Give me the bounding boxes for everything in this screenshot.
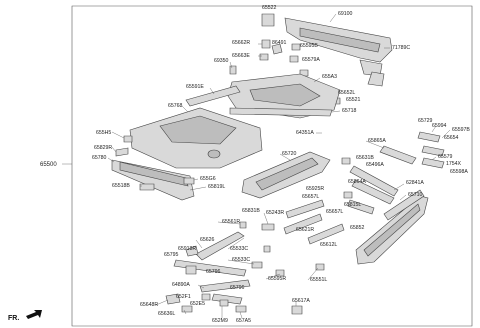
label-69350: 69350 bbox=[214, 58, 229, 64]
clip-655h5-part bbox=[123, 135, 133, 143]
label-65533c-2: 65533C bbox=[232, 257, 250, 263]
label-65518b: 65518B bbox=[112, 183, 130, 189]
bracket-65522-part bbox=[261, 13, 275, 27]
label-65795: 65795 bbox=[164, 252, 179, 258]
label-65654: 65654 bbox=[444, 135, 459, 141]
side-sill-right-part bbox=[355, 189, 429, 265]
label-65597b: 65597B bbox=[452, 127, 470, 133]
label-65925r: 65925R bbox=[306, 186, 324, 192]
label-65718: 65718 bbox=[342, 108, 357, 114]
label-657a5: 657A5 bbox=[236, 318, 251, 324]
label-65831b: 65831B bbox=[242, 208, 260, 214]
label-65636l: 65636L bbox=[158, 311, 175, 317]
label-65780: 65780 bbox=[92, 155, 107, 161]
label-1754x: 1754X bbox=[446, 161, 462, 167]
label-65720: 65720 bbox=[282, 151, 297, 157]
label-65657l: 65657L bbox=[302, 194, 319, 200]
rear-floor-pan-part bbox=[227, 73, 341, 119]
label-86491: 86491 bbox=[272, 40, 287, 46]
label-655a3: 655A3 bbox=[322, 74, 337, 80]
bracket-65518b-part bbox=[139, 183, 155, 191]
middle-small-parts bbox=[239, 199, 345, 277]
label-65598a: 65598A bbox=[450, 169, 468, 175]
front-direction-label: FR. bbox=[8, 315, 19, 322]
label-65852: 65852 bbox=[350, 225, 365, 231]
clip-65829r-part bbox=[115, 147, 129, 157]
label-65579: 65579 bbox=[438, 154, 453, 160]
label-65533c: 65533C bbox=[230, 246, 248, 252]
front-floor-rails-part bbox=[165, 231, 303, 315]
label-65796: 65796 bbox=[206, 269, 221, 275]
leader-lines bbox=[107, 13, 451, 319]
front-arrow-icon bbox=[26, 310, 42, 319]
rail-65591e-part bbox=[185, 85, 241, 107]
label-65626: 65626 bbox=[200, 237, 215, 243]
label-65819l: 65819L bbox=[208, 184, 225, 190]
label-65657l-2: 65657L bbox=[326, 209, 343, 215]
label-65729: 65729 bbox=[418, 118, 433, 124]
label-69100: 69100 bbox=[338, 11, 353, 17]
label-65579a: 65579A bbox=[302, 57, 320, 63]
label-65864a: 65864A bbox=[348, 179, 366, 185]
label-65918r: 65918R bbox=[178, 246, 196, 252]
label-71789c: 71789C bbox=[392, 45, 410, 51]
label-65768: 65768 bbox=[168, 103, 183, 109]
label-65815l: 65815L bbox=[344, 202, 361, 208]
label-65621r: 65621R bbox=[296, 227, 314, 233]
label-65591e: 65591E bbox=[186, 84, 204, 90]
label-652m9: 652M9 bbox=[212, 318, 228, 324]
center-floor-part bbox=[129, 107, 263, 169]
label-64351a: 64351A bbox=[296, 130, 314, 136]
label-64890a: 64890A bbox=[172, 282, 190, 288]
label-65994: 65994 bbox=[432, 123, 447, 129]
diagram-border bbox=[71, 5, 473, 327]
label-65561r: 65561R bbox=[222, 219, 240, 225]
label-65829r: 65829R bbox=[94, 145, 112, 151]
label-65796b: 65796 bbox=[230, 285, 245, 291]
label-655g6: 655G6 bbox=[200, 176, 216, 182]
label-652f1: 652F1 bbox=[176, 294, 191, 300]
label-65652l: 65652L bbox=[338, 90, 355, 96]
rail-65718-part bbox=[229, 107, 333, 117]
label-65663e: 65663E bbox=[232, 53, 250, 59]
right-rails-stack bbox=[341, 131, 445, 215]
label-65648r: 65648R bbox=[140, 302, 158, 308]
label-65710: 65710 bbox=[408, 192, 423, 198]
label-65612l: 65612L bbox=[320, 242, 337, 248]
label-652e5: 652E5 bbox=[190, 301, 205, 307]
label-65521: 65521 bbox=[346, 97, 361, 103]
front-direction-indicator: FR. bbox=[8, 310, 42, 322]
label-65631b: 65631B bbox=[356, 155, 374, 161]
side-sill-left-part bbox=[111, 159, 195, 201]
label-65617a: 65617A bbox=[292, 298, 310, 304]
bracket-655g6-part bbox=[183, 177, 195, 185]
label-65243r: 65243R bbox=[266, 210, 284, 216]
rear-cross-member-part bbox=[284, 17, 393, 87]
label-62841a: 62841A bbox=[406, 180, 424, 186]
label-65496a: 65496A bbox=[366, 162, 384, 168]
tunnel-rail-part bbox=[241, 151, 331, 199]
label-65865a: 65865A bbox=[368, 138, 386, 144]
label-65662r: 65662R bbox=[232, 40, 250, 46]
label-65551l: 65551L bbox=[310, 277, 327, 283]
label-65595r: 65595R bbox=[268, 276, 286, 282]
label-65595b: 65595B bbox=[300, 43, 318, 49]
label-65522: 65522 bbox=[262, 5, 277, 11]
label-655h5: 655H5 bbox=[96, 130, 111, 136]
main-part-label: 65500 bbox=[40, 162, 57, 168]
